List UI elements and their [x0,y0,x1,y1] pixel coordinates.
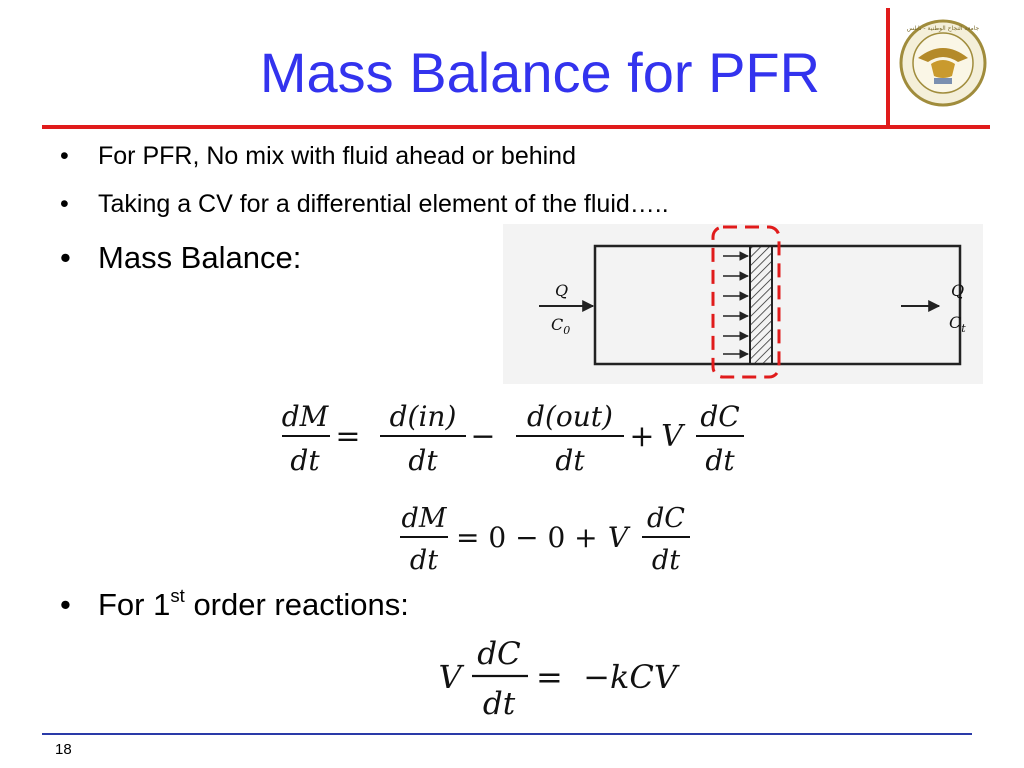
bullet-3: •Mass Balance: [60,240,302,275]
eq2-lhs-num: dM [402,503,448,534]
bullet-2: •Taking a CV for a differential element … [60,190,669,218]
eq1-t1-num: d(in) [390,400,457,433]
eq3-coef: V [438,658,464,696]
footer-line [42,733,972,735]
control-volume-outline [711,225,781,379]
bullet-1-text: For PFR, No mix with fluid ahead or behi… [98,142,576,170]
eq2-t3-num: dC [647,503,685,534]
eq2-t3-den: dt [652,545,680,576]
element-arrows [723,251,749,359]
bullet-3-text: Mass Balance: [98,240,302,275]
title-horizontal-rule [42,125,990,129]
outlet-conc-label: Ct [949,313,966,335]
outlet-flow-label: Q [951,281,964,300]
bullet-1: •For PFR, No mix with fluid ahead or beh… [60,142,576,170]
eq1-t2-den: dt [555,444,585,477]
eq1-t1-den: dt [408,444,438,477]
eq1-t3-den: dt [705,444,735,477]
bullet-4-prefix: For 1 [98,587,171,623]
eq1-t3-num: dC [700,400,739,433]
bullet-4: •For 1st order reactions: [60,585,409,623]
inlet-flow-label: Q [555,281,568,300]
diagram-background [503,224,983,384]
bullet-2-text: Taking a CV for a differential element o… [98,190,669,218]
equation-3: V dC dt = −kCV [438,636,680,722]
eq1-equals: = [335,419,360,454]
eq1-lhs-num: dM [282,400,330,433]
eq2-coef: V [608,521,631,554]
eq1-minus: − [470,419,495,454]
eq1-coef: V [661,419,686,454]
eq1-lhs-den: dt [290,444,320,477]
bullet-4-sup: st [170,585,185,606]
eq3-num: dC [477,636,521,672]
eq1-plus: + [629,419,654,454]
inlet-conc-label: C0 [551,315,570,337]
slide-title: Mass Balance for PFR [259,41,821,104]
eq2-lhs-den: dt [410,545,438,576]
logo-text: جامعة النجاح الوطنية - نابلس [907,25,980,32]
equation-1: dM dt = d(in) dt − d(out) dt + V dC dt [282,400,744,477]
university-seal-icon: جامعة النجاح الوطنية - نابلس [899,19,987,107]
differential-element [749,245,773,365]
pfr-diagram: Q C0 Q Ct [503,224,983,384]
title-vertical-rule [886,8,890,127]
eq1-t2-num: d(out) [527,400,613,433]
eq3-den: dt [483,686,516,722]
equation-2: dM dt = 0 − 0 + V dC dt [400,503,690,576]
eq2-rhs: = 0 − 0 + [456,521,607,554]
bullet-4-suffix: order reactions: [184,587,409,623]
page-number: 18 [55,741,72,758]
eq3-rhs: = −kCV [536,658,680,696]
